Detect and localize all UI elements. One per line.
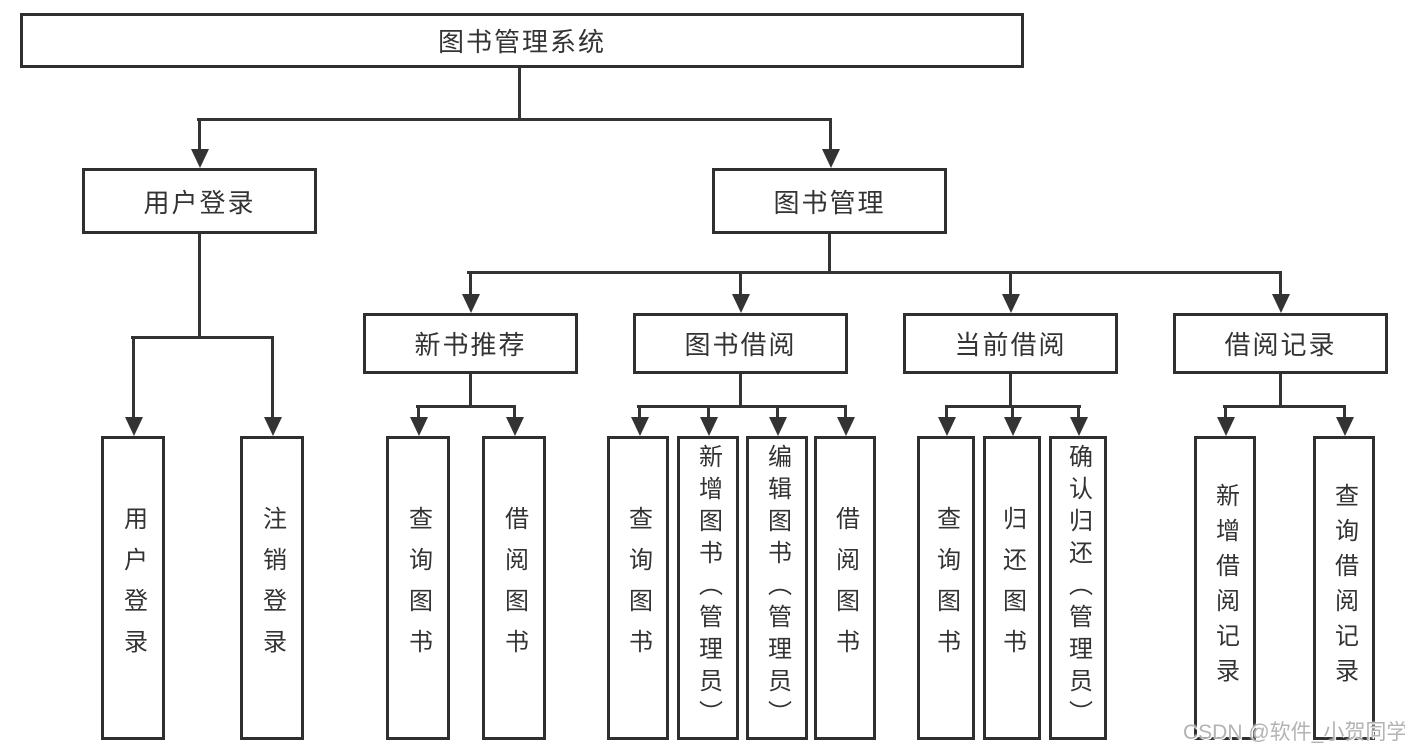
connector-records-stem bbox=[1279, 374, 1282, 408]
node-current-borrowing: 当前借阅 bbox=[903, 313, 1118, 374]
connector-book-management-stem bbox=[828, 234, 831, 274]
arrow-to-query-books bbox=[409, 406, 428, 436]
connector-user-login-rail bbox=[131, 336, 274, 339]
leaf-return-books: 归还图书 bbox=[983, 436, 1041, 740]
connector-recommendation-rail bbox=[416, 405, 516, 408]
leaf-query-borrow-record: 查询借阅记录 bbox=[1313, 436, 1375, 740]
arrow-to-edit-book bbox=[768, 406, 787, 436]
arrow-to-confirm-return bbox=[1069, 406, 1088, 436]
connector-level1-rail bbox=[197, 118, 832, 121]
connector-level2-rail bbox=[467, 271, 1282, 274]
csdn-watermark: CSDN @软件_小贺同学 bbox=[1183, 721, 1405, 744]
node-library-management-system: 图书管理系统 bbox=[20, 13, 1024, 68]
arrow-to-borrowing-records bbox=[1271, 272, 1290, 313]
leaf-borrow-books: 借阅图书 bbox=[814, 436, 876, 740]
arrow-to-query-books bbox=[630, 406, 649, 436]
arrow-to-borrow-books bbox=[836, 406, 855, 436]
node-book-management: 图书管理 bbox=[712, 168, 947, 234]
node-new-book-recommendation: 新书推荐 bbox=[363, 313, 578, 374]
arrow-to-add-record bbox=[1216, 406, 1235, 436]
arrow-to-user-login bbox=[190, 120, 209, 168]
arrow-to-leaf-user-login bbox=[124, 336, 143, 436]
leaf-query-books: 查询图书 bbox=[386, 436, 450, 740]
leaf-confirm-return-admin: 确认归还（管理员） bbox=[1049, 436, 1107, 740]
arrow-to-return-books bbox=[1003, 406, 1022, 436]
leaf-add-borrow-record: 新增借阅记录 bbox=[1194, 436, 1256, 740]
connector-borrowing-stem bbox=[739, 374, 742, 408]
leaf-edit-book-admin: 编辑图书（管理员） bbox=[746, 436, 808, 740]
leaf-query-books: 查询图书 bbox=[917, 436, 975, 740]
leaf-query-books: 查询图书 bbox=[607, 436, 669, 740]
arrow-to-current-borrowing bbox=[1001, 272, 1020, 313]
connector-borrowing-rail bbox=[637, 405, 847, 408]
connector-current-stem bbox=[1009, 374, 1012, 408]
arrow-to-add-book bbox=[699, 406, 718, 436]
leaf-user-login: 用户登录 bbox=[101, 436, 165, 740]
node-user-login: 用户登录 bbox=[82, 168, 317, 234]
arrow-to-query-books bbox=[937, 406, 956, 436]
node-book-borrowing: 图书借阅 bbox=[633, 313, 848, 374]
connector-records-rail bbox=[1223, 405, 1346, 408]
leaf-logout-login: 注销登录 bbox=[240, 436, 304, 740]
arrow-to-new-book-recommendation bbox=[461, 272, 480, 313]
arrow-to-query-record bbox=[1335, 406, 1354, 436]
node-borrowing-records: 借阅记录 bbox=[1173, 313, 1388, 374]
connector-recommendation-stem bbox=[469, 374, 472, 408]
connector-user-login-stem bbox=[198, 234, 201, 339]
arrow-to-leaf-logout bbox=[263, 336, 282, 436]
connector-root-stem bbox=[518, 68, 521, 121]
arrow-to-book-borrowing bbox=[731, 272, 750, 313]
arrow-to-borrow-books bbox=[505, 406, 524, 436]
leaf-add-book-admin: 新增图书（管理员） bbox=[677, 436, 739, 740]
arrow-to-book-management bbox=[821, 120, 840, 168]
leaf-borrow-books: 借阅图书 bbox=[482, 436, 546, 740]
